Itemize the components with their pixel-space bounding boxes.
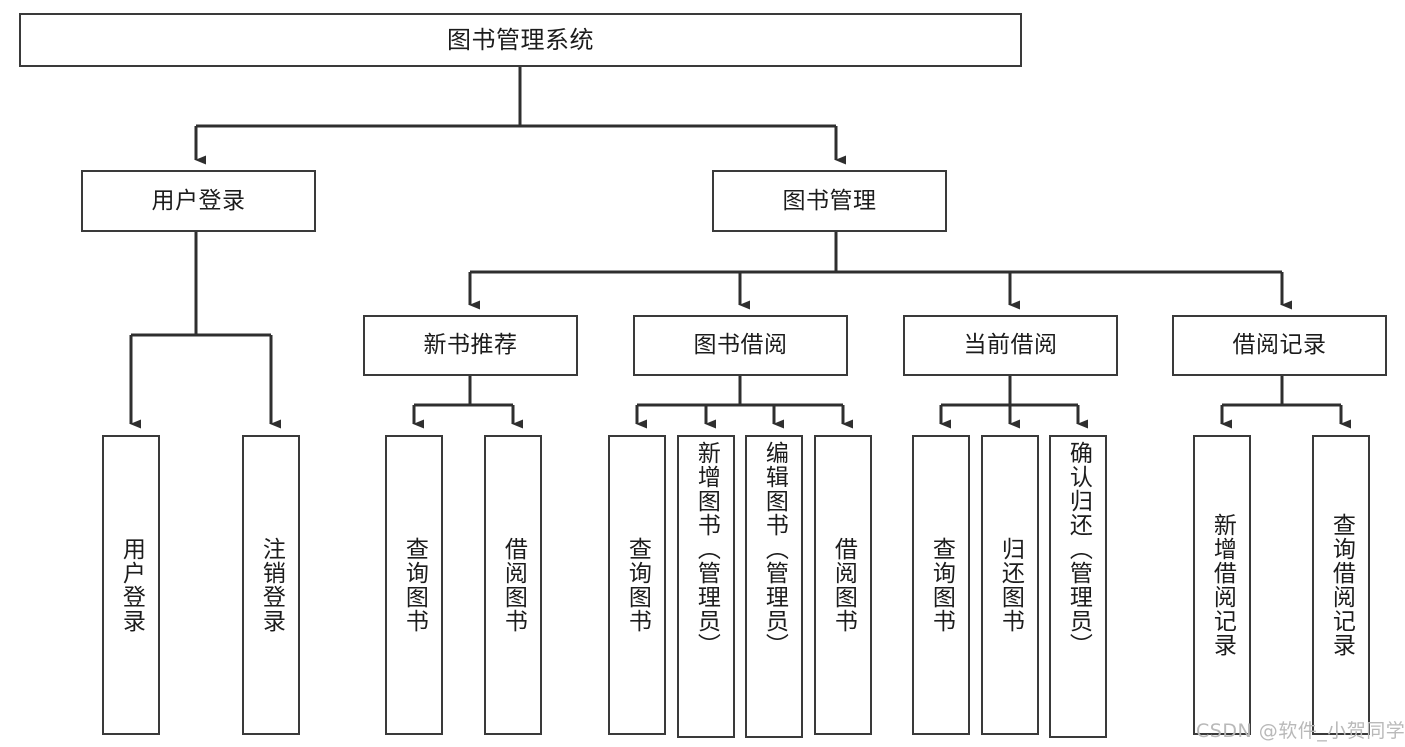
leaf-query-borrow-record[interactable]: 查询借阅记录	[1312, 435, 1370, 735]
node-user-login[interactable]: 用户登录	[81, 170, 316, 232]
node-label: 新书推荐	[423, 332, 518, 358]
node-label: 归还图书	[997, 537, 1024, 633]
leaf-borrow-book[interactable]: 借阅图书	[814, 435, 872, 735]
node-label: 编辑图书（管理员）	[761, 441, 788, 657]
leaf-query-book-current[interactable]: 查询图书	[912, 435, 970, 735]
node-label: 用户登录	[118, 537, 145, 633]
csdn-watermark: CSDN @软件_小贺同学	[1196, 720, 1405, 742]
leaf-logout[interactable]: 注销登录	[242, 435, 300, 735]
node-label: 查询图书	[928, 537, 955, 633]
node-book-borrow[interactable]: 图书借阅	[633, 315, 848, 376]
node-label: 查询图书	[401, 537, 428, 633]
node-root-system[interactable]: 图书管理系统	[19, 13, 1022, 67]
node-borrow-record[interactable]: 借阅记录	[1172, 315, 1387, 376]
node-label: 确认归还（管理员）	[1065, 441, 1092, 657]
node-book-management[interactable]: 图书管理	[712, 170, 947, 232]
leaf-return-book[interactable]: 归还图书	[981, 435, 1039, 735]
node-new-book-recommend[interactable]: 新书推荐	[363, 315, 578, 376]
node-label: 新增图书（管理员）	[693, 441, 720, 657]
node-label: 图书管理系统	[447, 26, 594, 54]
leaf-confirm-return-admin[interactable]: 确认归还（管理员）	[1049, 435, 1107, 738]
leaf-borrow-book-new[interactable]: 借阅图书	[484, 435, 542, 735]
node-label: 借阅图书	[500, 537, 527, 633]
leaf-user-login[interactable]: 用户登录	[102, 435, 160, 735]
node-current-borrow[interactable]: 当前借阅	[903, 315, 1118, 376]
leaf-query-book-new[interactable]: 查询图书	[385, 435, 443, 735]
leaf-edit-book-admin[interactable]: 编辑图书（管理员）	[745, 435, 803, 738]
leaf-add-borrow-record[interactable]: 新增借阅记录	[1193, 435, 1251, 735]
node-label: 注销登录	[258, 537, 285, 633]
leaf-add-book-admin[interactable]: 新增图书（管理员）	[677, 435, 735, 738]
node-label: 用户登录	[151, 187, 246, 214]
node-label: 借阅记录	[1232, 332, 1327, 358]
node-label: 新增借阅记录	[1209, 513, 1236, 657]
node-label: 图书管理	[782, 187, 877, 214]
node-label: 图书借阅	[693, 332, 788, 358]
node-label: 借阅图书	[830, 537, 857, 633]
leaf-query-book-borrow[interactable]: 查询图书	[608, 435, 666, 735]
node-label: 当前借阅	[963, 332, 1058, 358]
node-label: 查询借阅记录	[1328, 513, 1355, 657]
node-label: 查询图书	[624, 537, 651, 633]
